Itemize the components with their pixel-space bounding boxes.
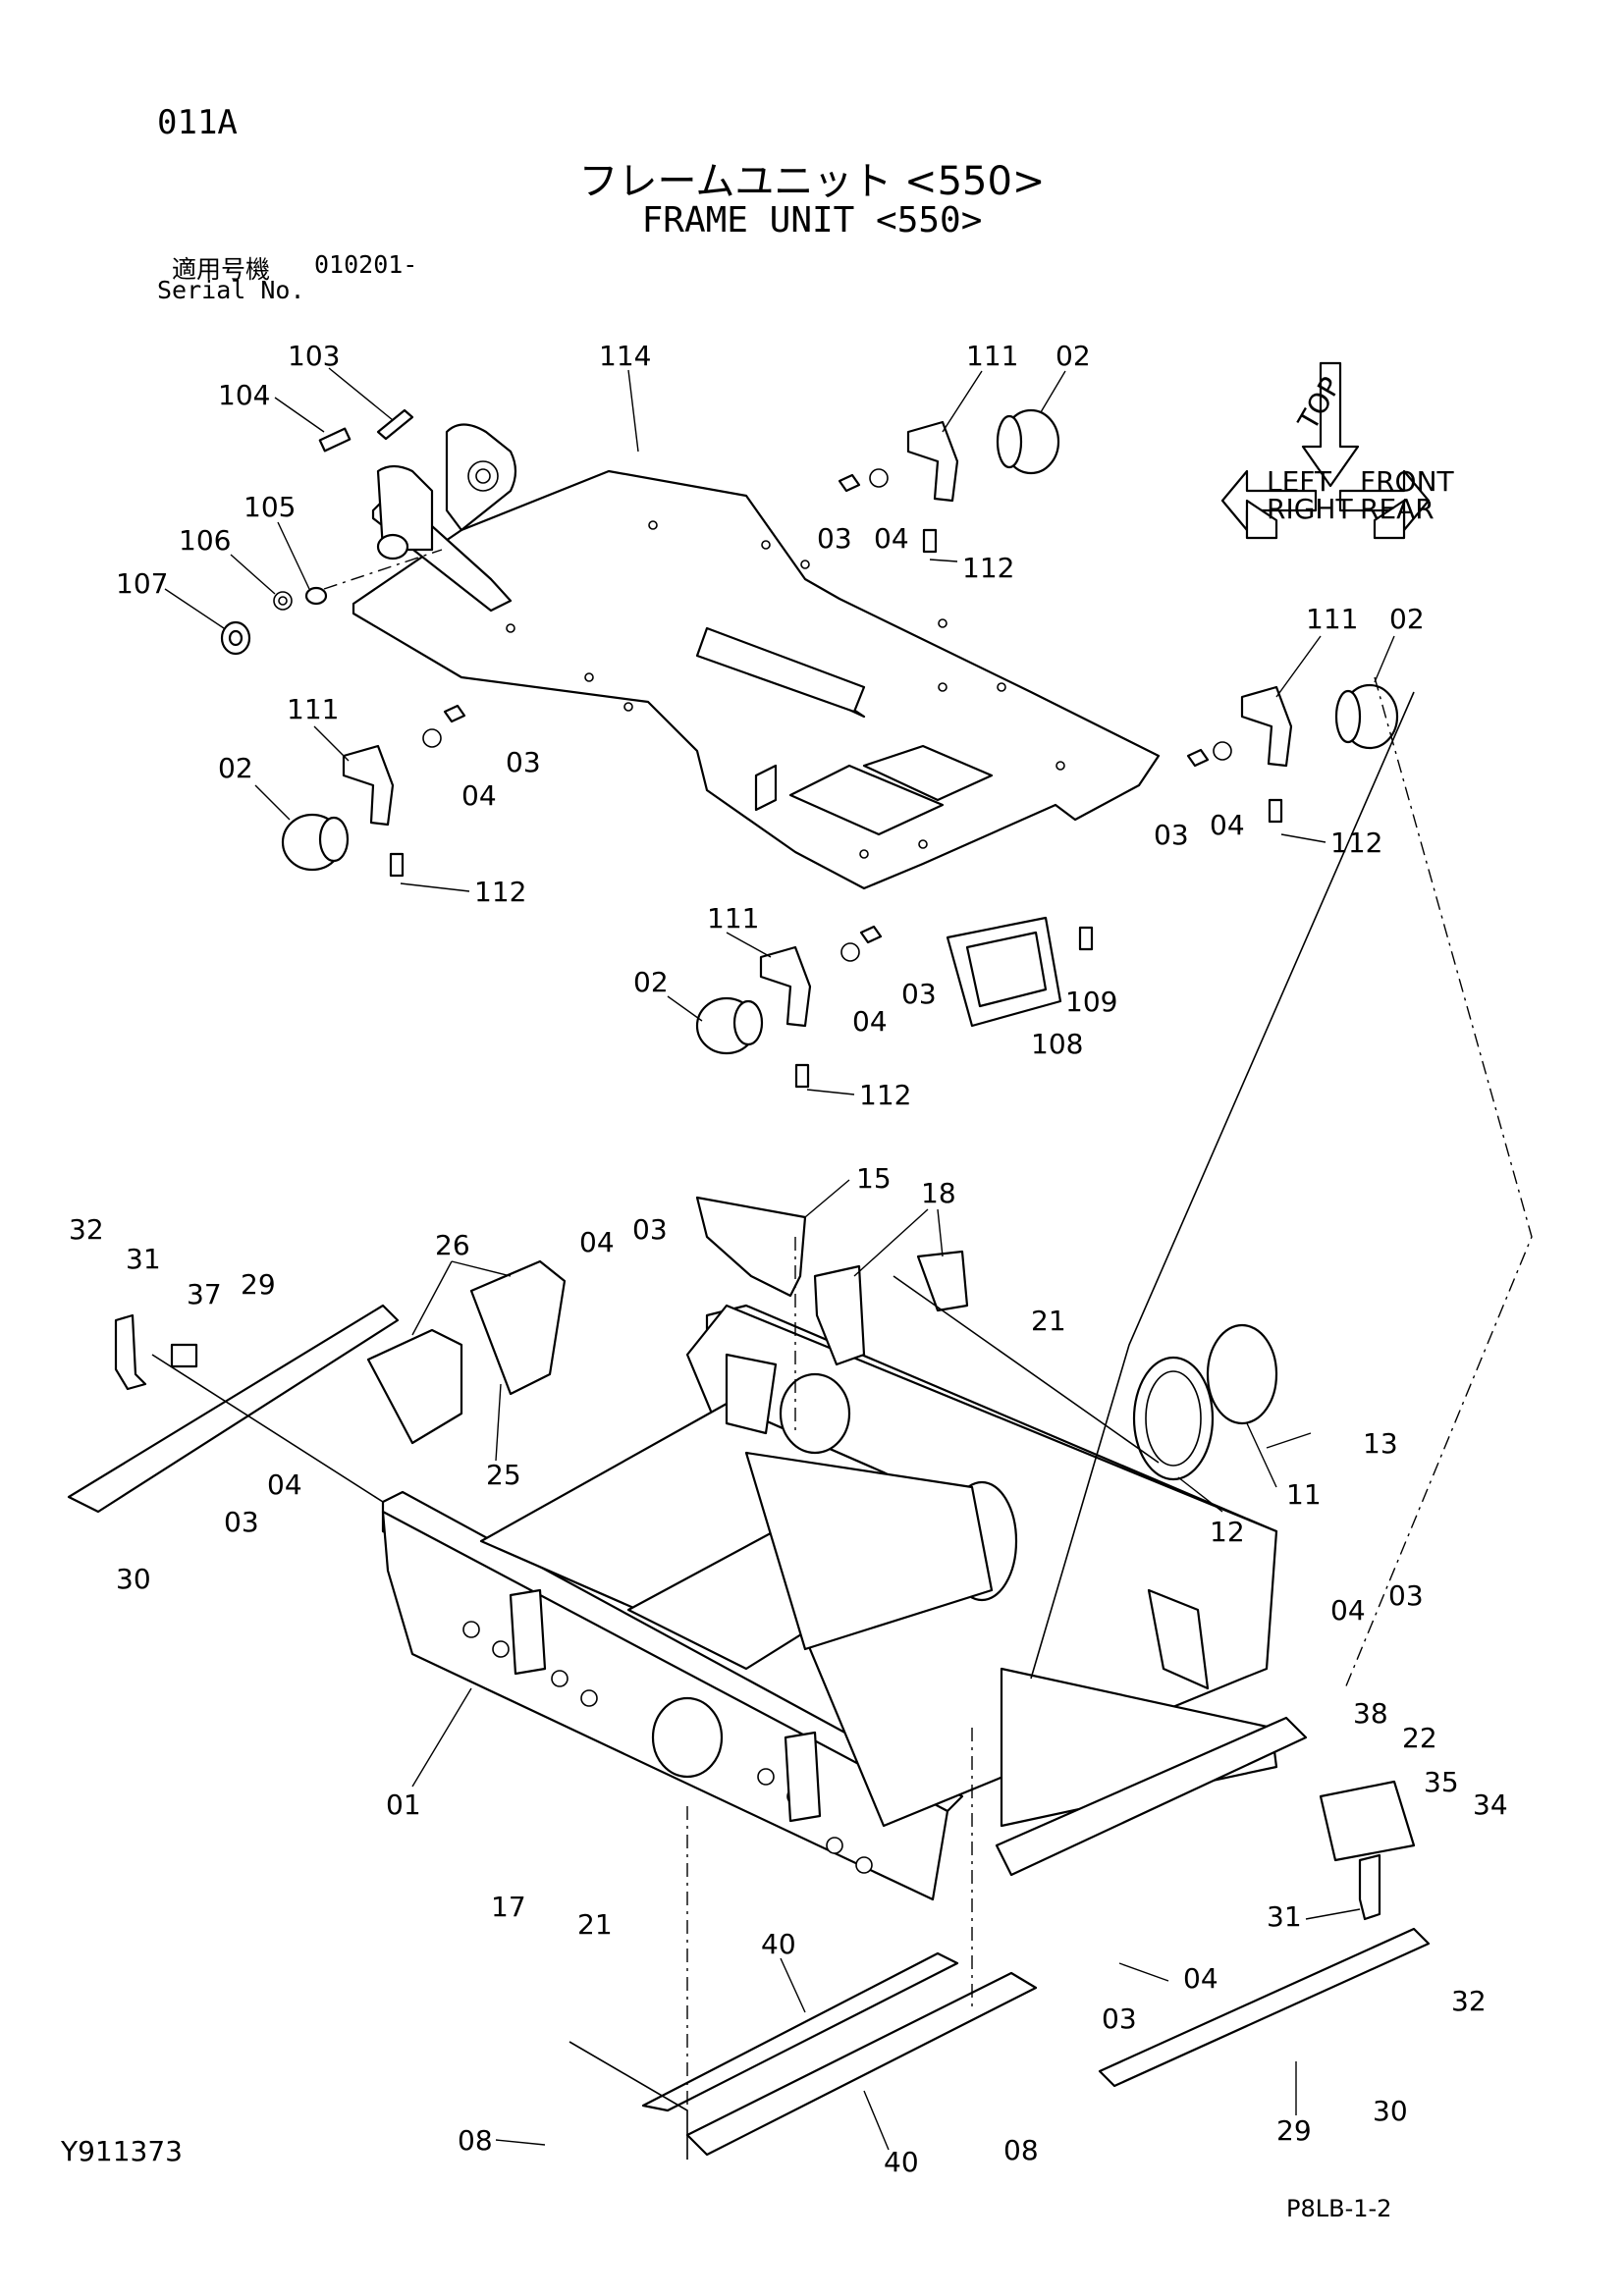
drawing-id: Y911373 <box>61 2135 183 2167</box>
orient-label-front: FRONT <box>1360 465 1455 498</box>
callout-31: 31 <box>1267 1900 1302 1933</box>
callout-112: 112 <box>859 1079 911 1111</box>
callout-22: 22 <box>1402 1722 1437 1754</box>
callout-03: 03 <box>224 1506 259 1538</box>
callout-04: 04 <box>852 1005 888 1038</box>
serial-label-japanese: 適用号機 <box>172 255 271 284</box>
cover-108 <box>946 916 1094 1028</box>
mount-bracket-set-right <box>1186 683 1399 824</box>
callout-03: 03 <box>817 522 852 555</box>
callout-15: 15 <box>856 1162 892 1195</box>
pin-assembly-103-107 <box>220 408 414 656</box>
callout-03: 03 <box>1102 2002 1137 2035</box>
callout-104: 104 <box>218 379 270 411</box>
callout-02: 02 <box>218 752 253 784</box>
callout-107: 107 <box>116 567 168 600</box>
callout-12: 12 <box>1210 1516 1245 1548</box>
callout-08: 08 <box>458 2124 493 2157</box>
callout-111: 111 <box>287 693 339 725</box>
callout-04: 04 <box>579 1226 615 1258</box>
callout-11: 11 <box>1286 1478 1322 1511</box>
callout-32: 32 <box>69 1213 104 1246</box>
orientation-arrows: TOP LEFT FRONT RIGHT REAR <box>1220 361 1455 540</box>
callout-02: 02 <box>633 966 669 998</box>
callout-30: 30 <box>116 1563 151 1595</box>
serial-number-value: 010201- <box>314 250 418 279</box>
callout-21: 21 <box>1031 1305 1066 1337</box>
block-22 <box>1319 1780 1416 1862</box>
callout-38: 38 <box>1353 1697 1388 1730</box>
callout-13: 13 <box>1363 1427 1398 1460</box>
callout-111: 111 <box>707 902 759 934</box>
callout-04: 04 <box>1330 1594 1366 1627</box>
leader-lines <box>164 367 1395 2151</box>
sheet-reference: P8LB-1-2 <box>1286 2195 1392 2222</box>
callout-34: 34 <box>1473 1789 1508 1821</box>
callout-labels: 103 104 105 106 107 114 111 02 03 04 112… <box>69 340 1508 2178</box>
callout-37: 37 <box>187 1278 222 1310</box>
callout-25: 25 <box>486 1459 521 1491</box>
title-japanese: フレームユニット <550> <box>578 159 1046 204</box>
callout-02: 02 <box>1056 340 1091 372</box>
mount-bracket-set-left <box>281 704 466 878</box>
bracket-31-right <box>1358 1853 1381 1921</box>
callout-03: 03 <box>1388 1579 1424 1612</box>
callout-112: 112 <box>1330 827 1382 859</box>
assembly-lines <box>151 549 1533 2160</box>
bracket-31-left <box>114 1313 198 1391</box>
serial-label-english: Serial No. <box>157 276 305 304</box>
callout-17: 17 <box>491 1891 526 1923</box>
callout-04: 04 <box>1183 1962 1218 1995</box>
strips-40 <box>641 1951 1038 2157</box>
callout-40: 40 <box>884 2146 919 2178</box>
callout-03: 03 <box>632 1213 668 1246</box>
callout-03: 03 <box>1154 819 1189 851</box>
callout-29: 29 <box>1276 2114 1312 2147</box>
callout-29: 29 <box>241 1268 276 1301</box>
main-lower-frame <box>381 1304 1308 1901</box>
callout-112: 112 <box>474 876 526 908</box>
callout-114: 114 <box>599 340 651 372</box>
callout-105: 105 <box>244 491 296 523</box>
callout-106: 106 <box>179 524 231 557</box>
upper-frame-plate <box>352 423 1161 890</box>
callout-08: 08 <box>1003 2134 1039 2166</box>
callout-01: 01 <box>386 1789 421 1821</box>
brackets-18 <box>813 1250 969 1366</box>
callout-112: 112 <box>962 552 1014 584</box>
callout-108: 108 <box>1031 1028 1083 1060</box>
title-english: FRAME UNIT <550> <box>641 200 983 240</box>
callout-02: 02 <box>1389 603 1425 635</box>
callout-31: 31 <box>126 1243 161 1275</box>
callout-04: 04 <box>1210 809 1245 841</box>
callout-26: 26 <box>435 1229 470 1261</box>
callout-18: 18 <box>921 1177 956 1209</box>
page-code: 011A <box>157 103 238 142</box>
wedge-blocks-26-25 <box>366 1259 567 1445</box>
orient-label-rear: REAR <box>1360 493 1435 525</box>
callout-21: 21 <box>577 1908 613 1941</box>
callout-40: 40 <box>761 1928 796 1960</box>
callout-04: 04 <box>874 522 909 555</box>
callout-109: 109 <box>1065 986 1117 1018</box>
orient-label-right: RIGHT <box>1267 493 1353 525</box>
callout-04: 04 <box>461 779 497 812</box>
callout-111: 111 <box>1306 603 1358 635</box>
mount-bracket-set-upper-right <box>838 408 1060 554</box>
callout-111: 111 <box>966 340 1018 372</box>
callout-03: 03 <box>506 746 541 778</box>
callout-04: 04 <box>267 1468 302 1501</box>
mount-bracket-set-center <box>695 925 883 1089</box>
callout-30: 30 <box>1373 2095 1408 2127</box>
callout-32: 32 <box>1451 1985 1487 2017</box>
callout-03: 03 <box>901 978 937 1010</box>
callout-35: 35 <box>1424 1766 1459 1798</box>
plates-11-12 <box>1132 1323 1278 1481</box>
side-strip-29-left <box>67 1304 400 1514</box>
cover-15 <box>695 1196 807 1298</box>
callout-103: 103 <box>288 340 340 372</box>
side-strip-29-right <box>1098 1927 1431 2088</box>
orient-label-left: LEFT <box>1267 465 1332 498</box>
